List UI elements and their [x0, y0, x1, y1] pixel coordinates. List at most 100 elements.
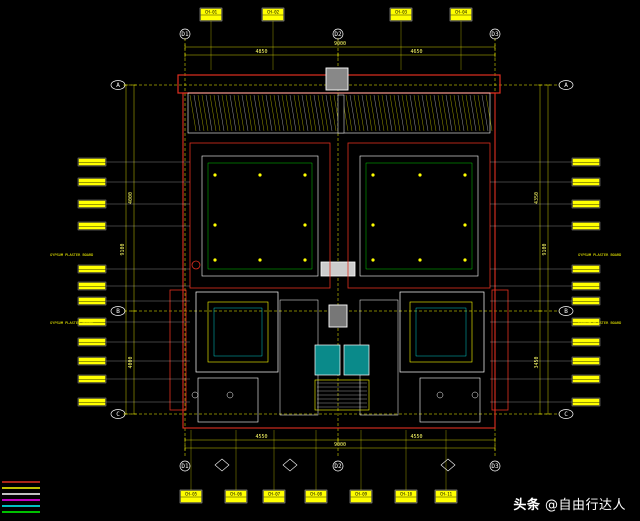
- hatch-line: [349, 94, 357, 132]
- hatch-line: [261, 94, 269, 132]
- side-tag-right-top: [572, 222, 600, 227]
- hatch-line: [249, 94, 257, 132]
- watermark-prefix: 头条: [513, 498, 541, 513]
- hatch-line: [373, 94, 381, 132]
- callout-bottom-top: [225, 490, 247, 497]
- callout-top-bottom: [200, 15, 222, 21]
- hatch-line: [469, 94, 477, 132]
- side-tag-right-top: [572, 297, 600, 302]
- callout-top-label: CH-01: [205, 9, 218, 14]
- callout-bottom-top: [395, 490, 417, 497]
- hatch-line: [441, 94, 449, 132]
- hatch-line: [293, 94, 301, 132]
- hatch-line: [381, 94, 389, 132]
- side-tag-left-bottom: [78, 322, 106, 326]
- side-tag-left-top: [78, 318, 106, 323]
- callout-bottom-bottom: [180, 497, 202, 503]
- side-tag-right-top: [572, 375, 600, 380]
- side-tag-left-top: [78, 282, 106, 287]
- hatch-line: [481, 94, 489, 132]
- dim-top-total-value: 9000: [334, 41, 346, 47]
- callout-top-label: CH-04: [455, 9, 468, 14]
- hatch-line: [377, 94, 385, 132]
- legend-layer: [2, 481, 40, 513]
- side-tag-right-bottom: [572, 182, 600, 186]
- callout-top-bottom: [450, 15, 472, 21]
- callout-top-top: [262, 8, 284, 15]
- callout-top-bottom: [262, 15, 284, 21]
- fixture-ring-icon: [471, 391, 479, 399]
- axis-label-top: D2: [334, 31, 342, 38]
- room-left-living: [189, 142, 331, 289]
- side-tag-right-top: [572, 357, 600, 362]
- side-tag-right-bottom: [572, 379, 600, 383]
- callout-bottom-top: [435, 490, 457, 497]
- side-tag-left-top: [78, 297, 106, 302]
- hatch-line: [385, 94, 393, 132]
- axis-label-bottom: D1: [181, 463, 189, 470]
- note-left-upper: GYPSUM PLASTER BOARD: [50, 253, 93, 257]
- hatch-line: [281, 94, 289, 132]
- axis-bubble-right: [558, 80, 574, 90]
- callout-top-bottom: [390, 15, 412, 21]
- hatch-line: [361, 94, 369, 132]
- side-tag-right-bottom: [572, 269, 600, 273]
- side-tag-left-top: [78, 375, 106, 380]
- dim-top-split-value: 4650: [410, 49, 422, 55]
- room-right-living: [347, 142, 491, 289]
- hatch-line: [393, 94, 401, 132]
- hatch-line: [473, 94, 481, 132]
- side-tag-left-top: [78, 265, 106, 270]
- hatch-line: [265, 94, 273, 132]
- hatch-line: [205, 94, 213, 132]
- side-tag-right-bottom: [572, 286, 600, 290]
- axis-label-left: C: [116, 411, 120, 418]
- hatch-line: [421, 94, 429, 132]
- downlight-icon: [371, 173, 375, 177]
- hatch-line: [405, 94, 413, 132]
- room-right-bedroom: [399, 291, 485, 373]
- downlight-icon: [213, 223, 217, 227]
- dim-top-split-value: 4850: [255, 49, 267, 55]
- callout-bottom-top: [180, 490, 202, 497]
- side-tag-right-bottom: [572, 402, 600, 406]
- section-marker-icon: [282, 458, 298, 472]
- downlight-icon: [303, 258, 307, 262]
- hatch-line: [437, 94, 445, 132]
- ceiling-inner-left-bedroom: [213, 307, 263, 357]
- downlight-icon: [463, 173, 467, 177]
- side-tag-left-bottom: [78, 204, 106, 208]
- hatch-line: [189, 94, 197, 132]
- hatch-line: [301, 94, 309, 132]
- axis-bubble-bottom: [489, 460, 501, 472]
- side-tag-right-top: [572, 318, 600, 323]
- ceiling-inner-right-bedroom: [415, 307, 467, 357]
- axis-bubble-top: [489, 28, 501, 40]
- axis-label-bottom: D3: [491, 463, 499, 470]
- side-tag-left-bottom: [78, 182, 106, 186]
- dim-right-split-value: 3450: [534, 356, 540, 368]
- callout-bottom-top: [305, 490, 327, 497]
- door-swing-icon: [191, 260, 201, 270]
- hatch-line: [269, 94, 277, 132]
- hatch-line: [229, 94, 237, 132]
- dim-left-split-value: 4000: [128, 356, 134, 368]
- axis-label-right: A: [564, 82, 568, 89]
- hatch-line: [429, 94, 437, 132]
- downlight-icon: [463, 223, 467, 227]
- hatch-line: [449, 94, 457, 132]
- hatch-line: [197, 94, 205, 132]
- downlight-icon: [418, 173, 422, 177]
- hatch-line: [305, 94, 313, 132]
- section-marker-icon: [214, 458, 230, 472]
- hatch-line: [445, 94, 453, 132]
- callout-bottom-bottom: [350, 497, 372, 503]
- side-tag-right-bottom: [572, 322, 600, 326]
- core-column-middle: [328, 304, 348, 328]
- downlight-icon: [371, 223, 375, 227]
- hatch-line: [357, 94, 365, 132]
- ceiling-inner-right-living: [365, 162, 473, 270]
- hatch-line: [297, 94, 305, 132]
- downlight-icon: [258, 173, 262, 177]
